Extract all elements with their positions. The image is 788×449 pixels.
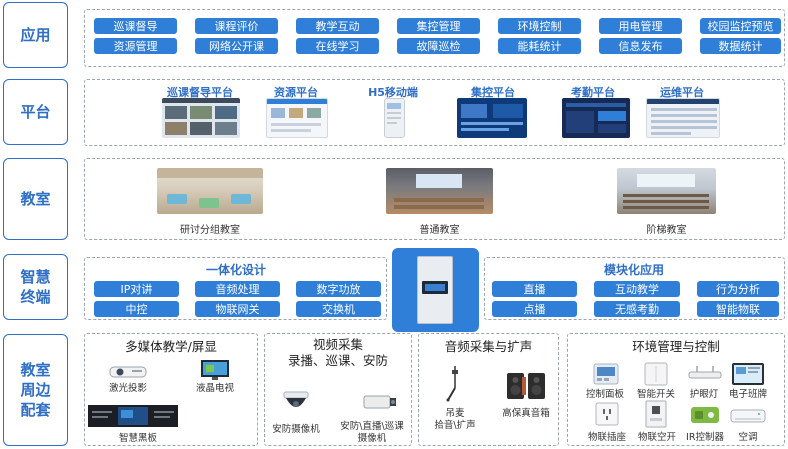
box-camera-caption-line2: 摄像机 (334, 433, 410, 445)
env-caption: 空调 (728, 432, 768, 444)
control-panel-icon (593, 363, 619, 385)
terminal-chip[interactable]: 音频处理 (195, 281, 280, 297)
env-title: 环境管理与控制 (580, 339, 772, 355)
eye-lamp-icon (687, 366, 723, 382)
platform-screenshot (457, 98, 527, 138)
box-camera-caption-line1: 安防\直播\巡课 (334, 421, 410, 433)
classroom-caption: 普通教室 (386, 221, 493, 236)
platform-screenshot (266, 98, 328, 138)
app-chip[interactable]: 信息发布 (599, 38, 682, 54)
modular-title: 模块化应用 (582, 261, 686, 278)
app-chip[interactable]: 环境控制 (498, 18, 581, 34)
terminal-chip[interactable]: 点播 (492, 301, 577, 317)
speaker-icon (505, 372, 547, 400)
air-conditioner-icon (730, 408, 766, 424)
app-chip[interactable]: 网络公开课 (195, 38, 278, 54)
label-app: 应用 (3, 2, 68, 68)
app-chip[interactable]: 在线学习 (296, 38, 379, 54)
env-caption: 物联插座 (580, 432, 634, 444)
app-chip[interactable]: 校园监控预览 (700, 18, 781, 34)
env-caption: 物联空开 (632, 432, 682, 444)
box-camera-icon (362, 393, 398, 411)
hanging-mic-icon (442, 366, 468, 402)
iot-breaker-icon (645, 400, 667, 428)
tv-icon (200, 359, 230, 381)
env-caption: IR控制器 (680, 432, 730, 444)
app-chip[interactable]: 能耗统计 (498, 38, 581, 54)
label-terminal-text: 智慧终端 (18, 267, 53, 307)
app-chip[interactable]: 数据统计 (700, 38, 781, 54)
smart-terminal-device (392, 248, 479, 332)
terminal-chip[interactable]: 行为分析 (697, 281, 779, 297)
classroom-photo (386, 168, 493, 214)
app-chip[interactable]: 资源管理 (94, 38, 177, 54)
label-platform-text: 平台 (20, 102, 50, 122)
smart-blackboard-icon (88, 404, 178, 428)
platform-screenshot (646, 98, 720, 138)
classroom-photo (617, 168, 716, 214)
label-terminal: 智慧终端 (3, 254, 68, 320)
dome-camera-caption: 安防摄像机 (266, 424, 326, 436)
terminal-chip[interactable]: 物联网关 (195, 301, 280, 317)
terminal-chip[interactable]: 无感考勤 (594, 301, 680, 317)
smart-switch-icon (644, 362, 668, 386)
platform-screenshot (162, 98, 240, 138)
label-classroom: 教室 (3, 158, 68, 240)
e-class-board-icon (731, 362, 765, 386)
terminal-chip[interactable]: 交换机 (296, 301, 381, 317)
hanging-mic-caption-line2: 拾音\扩声 (428, 420, 482, 432)
app-chip[interactable]: 教学互动 (296, 18, 379, 34)
label-platform: 平台 (3, 79, 68, 145)
app-chip[interactable]: 用电管理 (599, 18, 682, 34)
ir-controller-icon (690, 404, 720, 426)
projector-icon (108, 362, 148, 380)
label-classroom-text: 教室 (20, 189, 50, 209)
env-caption: 护眼灯 (680, 389, 728, 401)
terminal-chip[interactable]: 互动教学 (594, 281, 680, 297)
audio-title: 音频采集与扩声 (424, 339, 553, 355)
label-app-text: 应用 (20, 25, 50, 45)
label-peripheral-text: 教室周边配套 (18, 360, 53, 420)
classroom-photo (157, 168, 263, 214)
env-caption: 电子班牌 (722, 389, 774, 401)
app-chip[interactable]: 课程评价 (195, 18, 278, 34)
platform-screenshot (562, 98, 630, 138)
terminal-chip[interactable]: 数字功放 (296, 281, 381, 297)
terminal-chip[interactable]: 中控 (94, 301, 179, 317)
terminal-chip[interactable]: 智能物联 (697, 301, 779, 317)
hanging-mic-caption-line1: 吊麦 (428, 408, 482, 420)
dome-camera-icon (280, 390, 312, 416)
classroom-caption: 研讨分组教室 (157, 221, 263, 236)
video-title-line1: 视频采集 (272, 337, 404, 353)
terminal-chip[interactable]: 直播 (492, 281, 577, 297)
platform-phone (384, 98, 405, 138)
label-peripheral: 教室周边配套 (3, 334, 68, 446)
video-title-line2: 录播、巡课、安防 (272, 353, 404, 369)
integrated-title: 一体化设计 (184, 261, 288, 278)
terminal-chip[interactable]: IP对讲 (94, 281, 179, 297)
iot-socket-icon (595, 402, 619, 426)
speaker-caption: 高保真音箱 (494, 408, 558, 420)
app-chip[interactable]: 巡课督导 (94, 18, 177, 34)
blackboard-caption: 智慧黑板 (108, 433, 168, 445)
tv-caption: 液晶电视 (188, 383, 242, 395)
env-caption: 控制面板 (580, 389, 630, 401)
classroom-caption: 阶梯教室 (617, 221, 716, 236)
multimedia-title: 多媒体教学/屏显 (95, 339, 247, 355)
app-chip[interactable]: 故障巡检 (397, 38, 480, 54)
projector-caption: 激光投影 (100, 383, 156, 395)
app-chip[interactable]: 集控管理 (397, 18, 480, 34)
